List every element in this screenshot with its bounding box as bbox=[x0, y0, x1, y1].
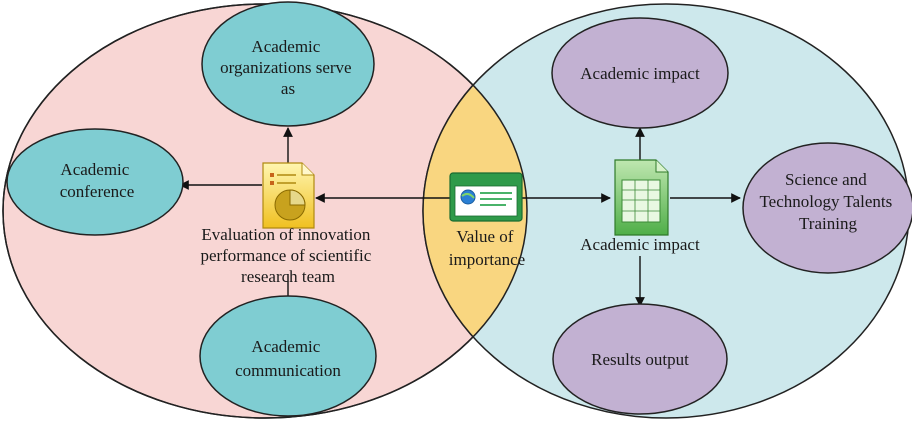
evaluation-label: Evaluation of innovation performance of … bbox=[200, 225, 375, 286]
impact-top-label: Academic impact bbox=[580, 64, 700, 83]
communication-label: Academic communication bbox=[235, 337, 341, 380]
node-results-output bbox=[552, 303, 728, 415]
node-talents-training bbox=[742, 142, 912, 274]
node-academic-conference bbox=[6, 128, 184, 236]
results-label: Results output bbox=[591, 350, 689, 369]
node-academic-organizations bbox=[201, 1, 375, 127]
document-pie-chart-icon bbox=[262, 162, 315, 229]
overlap-region bbox=[422, 4, 527, 418]
spreadsheet-document-icon bbox=[614, 159, 669, 236]
value-label: Value of importance bbox=[449, 227, 525, 269]
node-academic-communication bbox=[199, 295, 377, 417]
organizations-label: Academic organizations serve as bbox=[220, 37, 356, 98]
impact-center-label: Academic impact bbox=[580, 235, 700, 254]
browser-window-icon bbox=[449, 172, 523, 222]
node-academic-impact-top bbox=[551, 17, 729, 129]
talents-label: Science and Technology Talents Training bbox=[759, 170, 896, 233]
conference-label: Academic conference bbox=[60, 160, 135, 201]
